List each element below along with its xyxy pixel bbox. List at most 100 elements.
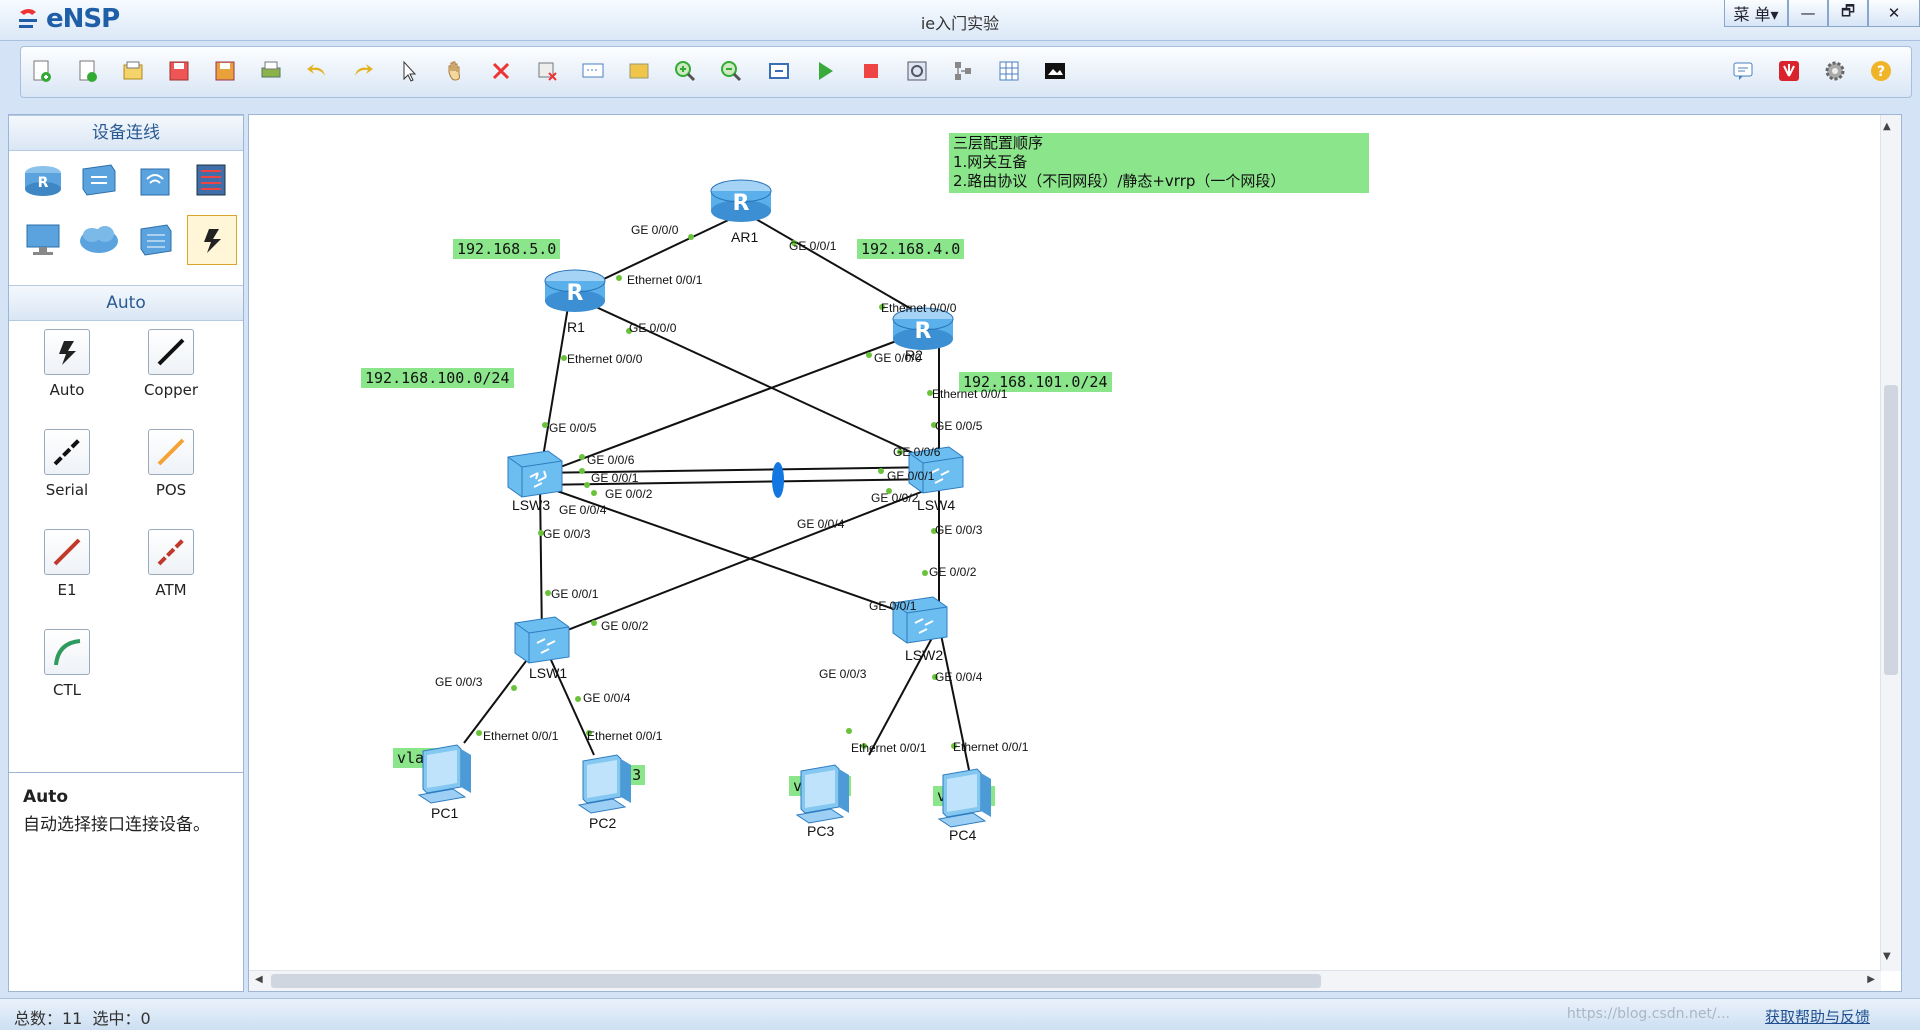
svg-text:R: R bbox=[38, 175, 49, 191]
zoom-in-icon[interactable] bbox=[671, 57, 699, 85]
router-r2[interactable]: R R2 bbox=[891, 303, 955, 363]
save-icon[interactable] bbox=[165, 57, 193, 85]
topology-icon[interactable] bbox=[949, 57, 977, 85]
port-label: Ethernet 0/0/0 bbox=[567, 352, 643, 366]
pan-hand-icon[interactable] bbox=[441, 57, 469, 85]
pc-icon bbox=[417, 744, 471, 804]
screenshot-icon[interactable] bbox=[1041, 57, 1069, 85]
pc-pc3[interactable]: PC3 bbox=[787, 761, 857, 839]
router-icon: R bbox=[544, 269, 606, 312]
router-r1[interactable]: R R1 bbox=[543, 265, 607, 335]
router-icon: R bbox=[892, 307, 954, 350]
cable-category-icon[interactable] bbox=[187, 215, 237, 265]
open-icon[interactable] bbox=[119, 57, 147, 85]
router-ar1[interactable]: R AR1 bbox=[709, 175, 773, 245]
switch-lsw3[interactable]: LSW3 bbox=[504, 447, 568, 513]
menu-button[interactable]: 菜 单▾ bbox=[1724, 0, 1788, 27]
toolbar: ? bbox=[20, 46, 1912, 98]
scroll-down-icon: ▼ bbox=[1883, 951, 1891, 962]
port-label: Ethernet 0/0/1 bbox=[483, 729, 559, 743]
window-title: ie入门实验 bbox=[920, 14, 1000, 33]
cable-serial[interactable]: Serial bbox=[17, 429, 117, 499]
switch-lsw1[interactable]: LSW1 bbox=[511, 613, 575, 681]
settings-gear-icon[interactable] bbox=[1821, 57, 1849, 85]
vertical-scrollbar[interactable]: ▲ ▼ bbox=[1880, 115, 1901, 971]
horizontal-scroll-thumb[interactable] bbox=[271, 974, 1321, 988]
text-note-icon[interactable] bbox=[579, 57, 607, 85]
port-label: GE 0/0/1 bbox=[591, 471, 639, 485]
firewall-category-icon[interactable] bbox=[187, 155, 235, 203]
port-label: GE 0/0/2 bbox=[929, 565, 977, 579]
pc-pc4[interactable]: PC4 bbox=[929, 765, 999, 843]
pc-icon bbox=[577, 754, 631, 814]
vertical-scroll-thumb[interactable] bbox=[1884, 385, 1898, 675]
svg-text:R: R bbox=[733, 191, 750, 216]
pc-pc1[interactable]: PC1 bbox=[409, 741, 479, 821]
undo-icon[interactable] bbox=[303, 57, 331, 85]
pc-pc2[interactable]: PC2 bbox=[569, 751, 639, 831]
port-label: GE 0/0/0 bbox=[874, 351, 922, 365]
subnet-label-100: 192.168.100.0/24 bbox=[361, 368, 514, 388]
port-label: Ethernet 0/0/1 bbox=[953, 740, 1029, 754]
port-label: GE 0/0/4 bbox=[797, 517, 845, 531]
cable-copper[interactable]: Copper bbox=[121, 329, 221, 399]
subnet-label-5: 192.168.5.0 bbox=[453, 239, 561, 259]
port-label: GE 0/0/1 bbox=[869, 599, 917, 613]
port-label: GE 0/0/2 bbox=[605, 487, 653, 501]
close-button[interactable]: ✕ bbox=[1868, 0, 1920, 27]
stop-device-icon[interactable] bbox=[857, 57, 885, 85]
help-icon[interactable]: ? bbox=[1867, 57, 1895, 85]
cable-auto[interactable]: Auto bbox=[17, 329, 117, 399]
port-label: GE 0/0/1 bbox=[789, 239, 837, 253]
description-panel: Auto 自动选择接口连接设备。 bbox=[8, 772, 244, 992]
scroll-right-icon: ▶ bbox=[1867, 974, 1875, 985]
switch-category-icon[interactable] bbox=[75, 155, 123, 203]
delete-link-icon[interactable] bbox=[533, 57, 561, 85]
cable-atm[interactable]: ATM bbox=[121, 529, 221, 599]
capture-icon[interactable] bbox=[903, 57, 931, 85]
horizontal-scrollbar[interactable]: ◀ ▶ bbox=[249, 970, 1881, 991]
help-feedback-link[interactable]: 获取帮助与反馈 bbox=[1764, 1008, 1870, 1026]
cloud-category-icon[interactable] bbox=[75, 215, 123, 263]
port-label: Ethernet 0/0/1 bbox=[627, 273, 703, 287]
app-logo: eNSP bbox=[16, 4, 120, 34]
print-icon[interactable] bbox=[257, 57, 285, 85]
switch-icon bbox=[507, 450, 563, 498]
subnet-label-101: 192.168.101.0/24 bbox=[959, 372, 1112, 392]
redo-icon[interactable] bbox=[349, 57, 377, 85]
maximize-button[interactable]: 🗗 bbox=[1828, 0, 1868, 27]
port-label: GE 0/0/6 bbox=[893, 445, 941, 459]
router-category-icon[interactable]: R bbox=[19, 155, 67, 203]
watermark-url: https://blog.csdn.net/... bbox=[1566, 1006, 1730, 1022]
cable-pos[interactable]: POS bbox=[121, 429, 221, 499]
cable-ctl[interactable]: CTL bbox=[17, 629, 117, 699]
zoom-out-icon[interactable] bbox=[717, 57, 745, 85]
grid-icon[interactable] bbox=[995, 57, 1023, 85]
port-label: GE 0/0/3 bbox=[819, 667, 867, 681]
cable-e1[interactable]: E1 bbox=[17, 529, 117, 599]
wireless-category-icon[interactable] bbox=[131, 155, 179, 203]
save-as-icon[interactable] bbox=[211, 57, 239, 85]
switch-lsw2[interactable]: LSW2 bbox=[889, 593, 953, 663]
huawei-icon[interactable] bbox=[1775, 57, 1803, 85]
pc-category-icon[interactable] bbox=[19, 215, 67, 263]
fit-screen-icon[interactable] bbox=[765, 57, 793, 85]
palette-icon[interactable] bbox=[625, 57, 653, 85]
chat-icon[interactable] bbox=[1729, 57, 1757, 85]
select-pointer-icon[interactable] bbox=[395, 57, 423, 85]
minimize-button[interactable]: — bbox=[1788, 0, 1828, 27]
start-device-icon[interactable] bbox=[811, 57, 839, 85]
switch-lsw4[interactable]: LSW4 bbox=[905, 443, 969, 513]
switch-icon bbox=[514, 616, 570, 664]
router-icon: R bbox=[710, 179, 772, 222]
auto-header: Auto bbox=[9, 285, 243, 321]
new-example-icon[interactable] bbox=[73, 57, 101, 85]
topology-canvas[interactable]: 三层配置顺序 1.网关互备 2.路由协议（不同网段）/静态+vrrp（一个网段）… bbox=[248, 114, 1902, 992]
desc-title: Auto bbox=[23, 787, 69, 807]
other-device-category-icon[interactable] bbox=[131, 215, 179, 263]
port-label: GE 0/0/3 bbox=[935, 523, 983, 537]
delete-icon[interactable] bbox=[487, 57, 515, 85]
new-topology-icon[interactable] bbox=[27, 57, 55, 85]
status-count: 总数：11 选中：0 bbox=[14, 1009, 151, 1028]
port-label: GE 0/0/5 bbox=[549, 421, 597, 435]
